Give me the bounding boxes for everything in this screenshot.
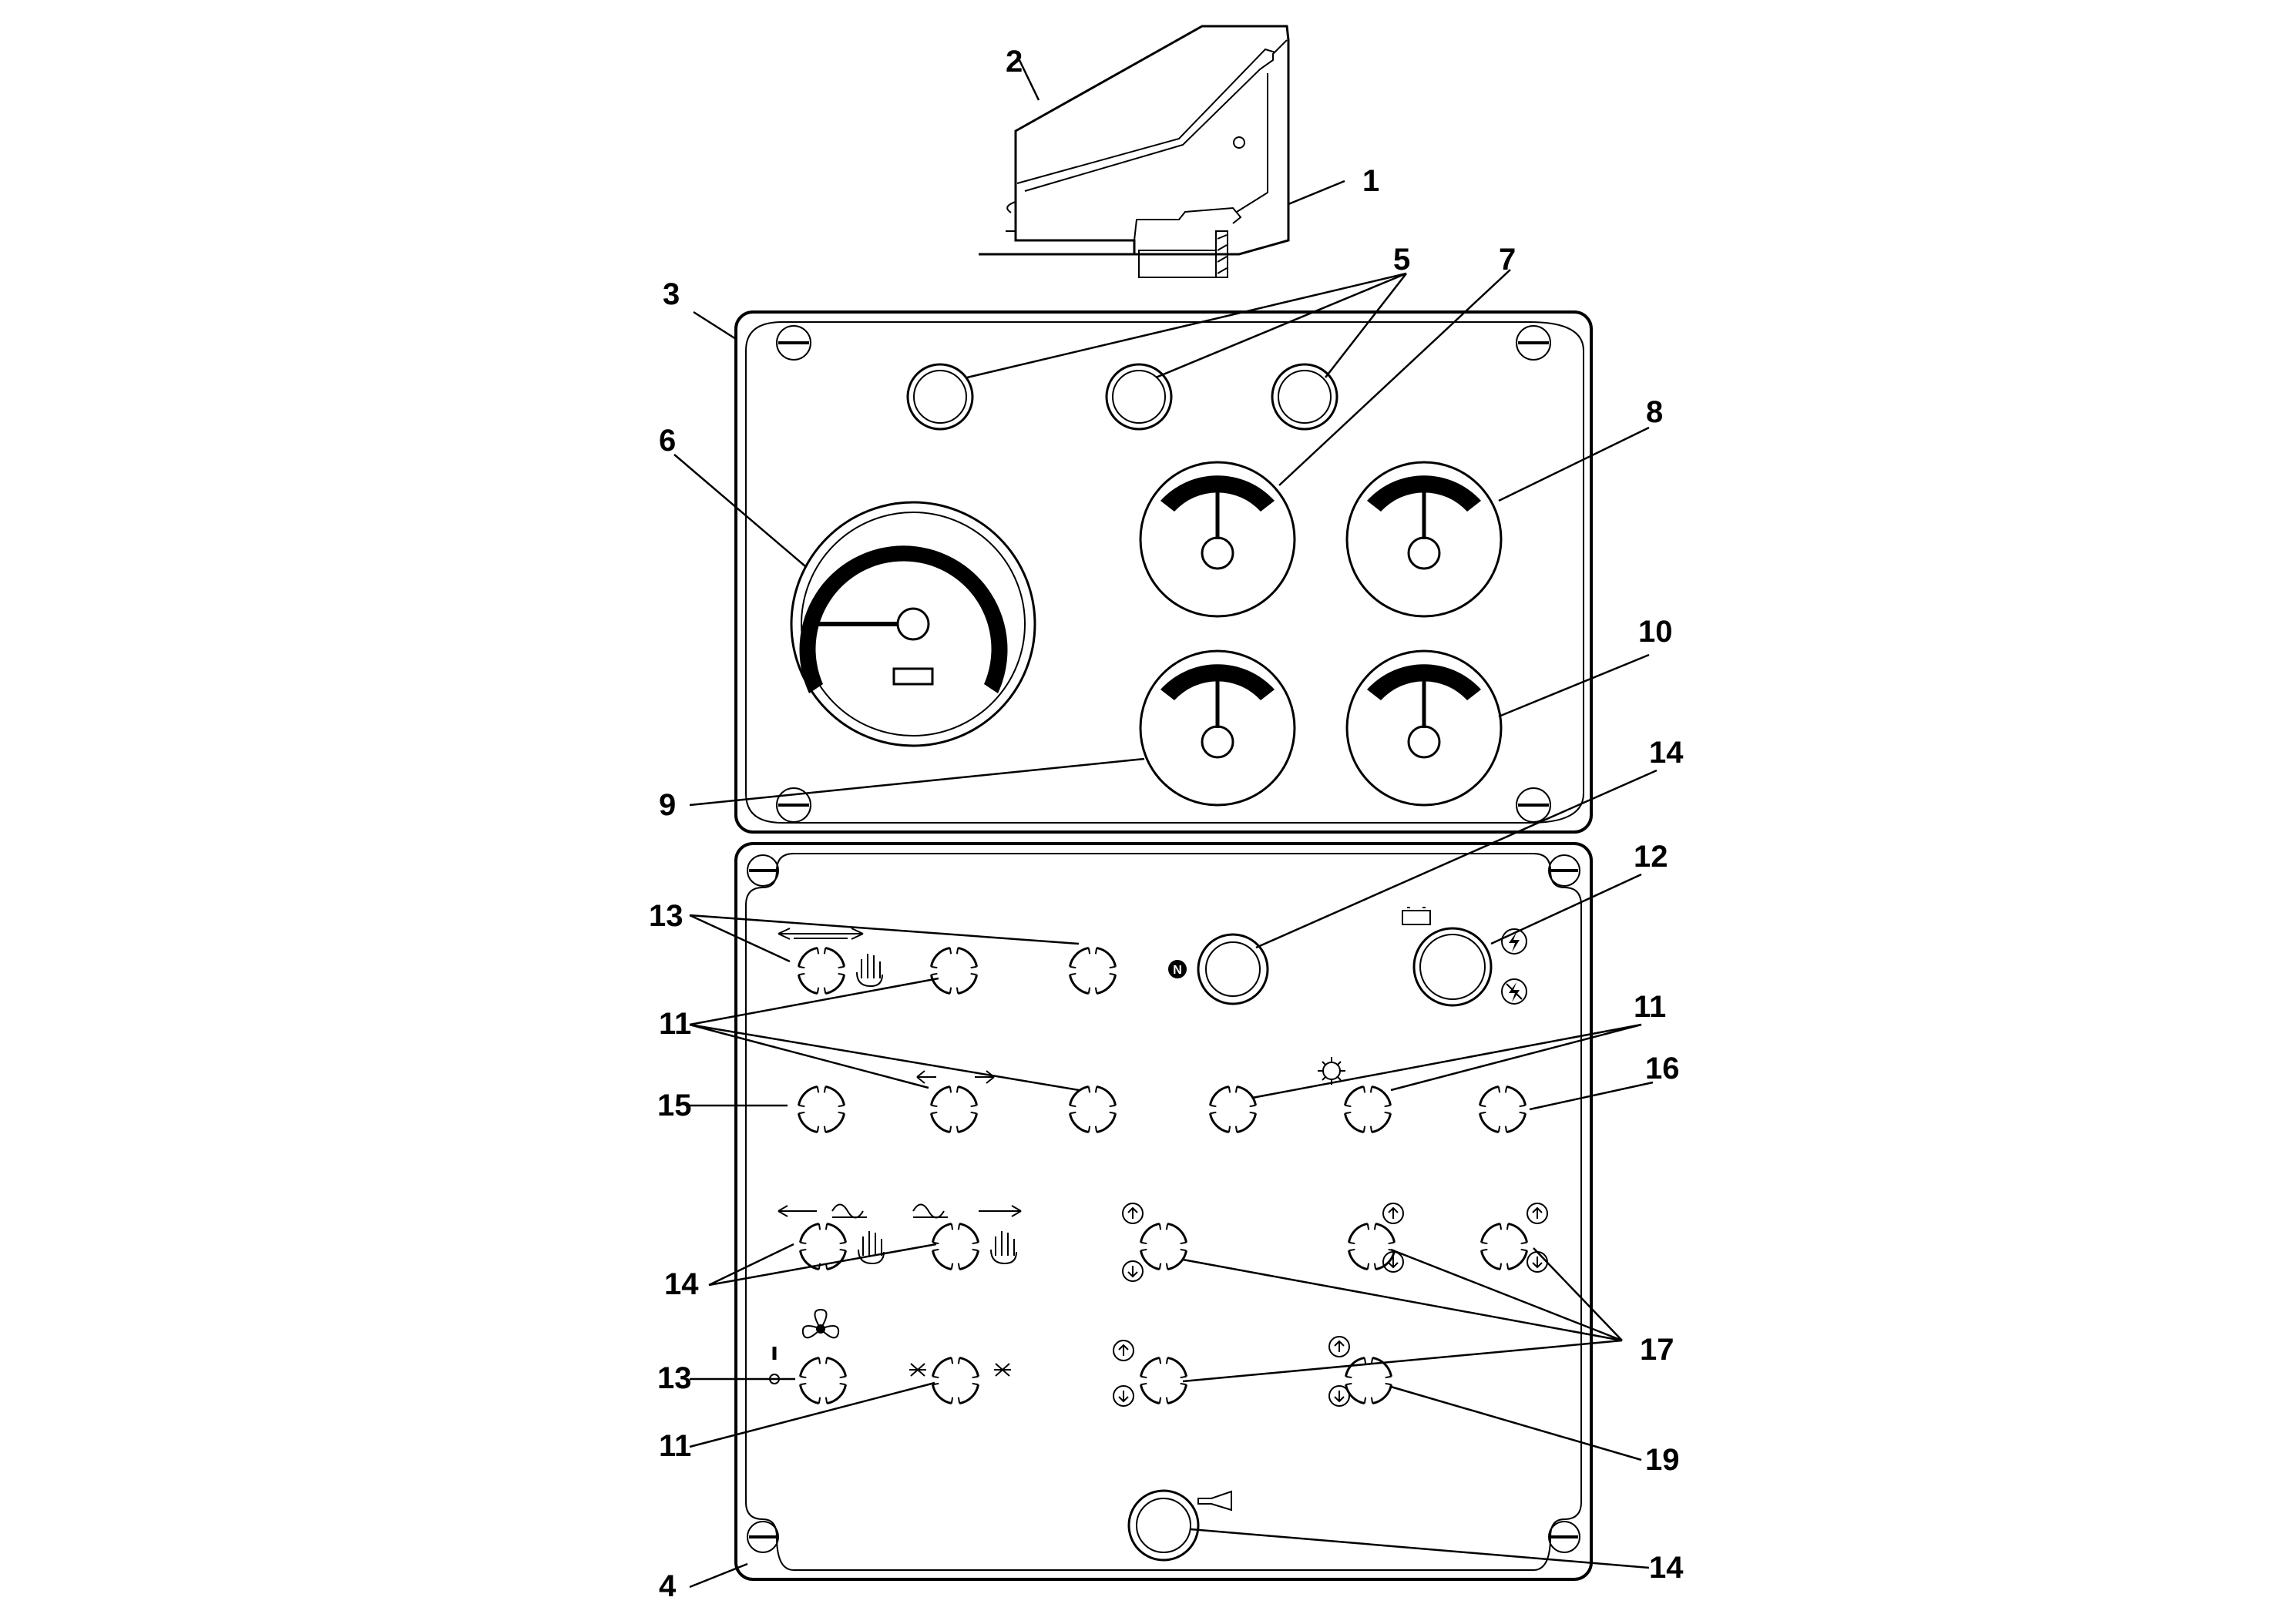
- raise-icon: [1527, 1203, 1548, 1224]
- screw-icon: [776, 787, 811, 823]
- arrow-right-icon: [979, 1205, 1022, 1217]
- lower-icon: [1328, 1385, 1350, 1407]
- label-switch-13-a: 13: [649, 899, 683, 933]
- battery-switch[interactable]: [1402, 907, 1527, 1007]
- label-upper-panel: 3: [663, 277, 680, 311]
- toggle-switch[interactable]: [1480, 1222, 1529, 1271]
- wave-icon: [831, 1203, 867, 1219]
- gauge-9: [1139, 649, 1296, 807]
- raise-icon: [1382, 1203, 1404, 1224]
- upper-instrument-panel: [734, 310, 1593, 834]
- label-battery-switch: 12: [1634, 840, 1668, 874]
- screw-icon: [747, 854, 779, 887]
- screw-icon: [1516, 325, 1551, 361]
- toggle-switch[interactable]: [931, 1356, 980, 1405]
- label-gauge-8: 8: [1646, 395, 1663, 429]
- wave-icon: [912, 1203, 948, 1219]
- horn-button[interactable]: [1127, 1489, 1232, 1562]
- hand-icon: [858, 1231, 885, 1265]
- toggle-switch[interactable]: [797, 946, 846, 995]
- link-icon: [994, 1363, 1011, 1377]
- label-gauge-10: 10: [1638, 615, 1673, 649]
- toggle-switch[interactable]: [1344, 1356, 1393, 1405]
- toggle-switch[interactable]: [1347, 1222, 1396, 1271]
- lower-switch-panel: [734, 842, 1593, 1581]
- arrow-left-icon: [778, 1205, 817, 1217]
- toggle-switches: [797, 946, 1529, 1405]
- lower-icon: [1122, 1260, 1144, 1282]
- gauge-7: [1139, 461, 1296, 618]
- toggle-switch[interactable]: [1068, 946, 1117, 995]
- label-switch-16: 16: [1645, 1052, 1680, 1085]
- toggle-switch[interactable]: [1068, 1085, 1117, 1134]
- label-switch-17: 17: [1640, 1333, 1674, 1367]
- raise-icon: [1328, 1336, 1350, 1357]
- link-icon: [909, 1363, 926, 1377]
- battery-icon: [1402, 907, 1431, 925]
- power-on-icon: [1501, 928, 1527, 955]
- lower-icon: [1527, 1251, 1548, 1273]
- lower-icon: [1382, 1251, 1404, 1273]
- callout-labels: 2 1 3 5 7 6 8 10 9 14 12 13 11 11 15 16 …: [649, 45, 1684, 1603]
- screw-icon: [1516, 787, 1551, 823]
- screw-icon: [776, 325, 811, 361]
- label-joystick-14: 14: [664, 1267, 699, 1301]
- raise-icon: [1122, 1203, 1144, 1224]
- label-horn-button: 14: [1649, 1551, 1684, 1585]
- label-switch-11-a: 11: [659, 1007, 691, 1041]
- toggle-switch[interactable]: [1208, 1085, 1258, 1134]
- label-switch-11-b: 11: [1634, 990, 1666, 1024]
- toggle-switch[interactable]: [931, 1222, 980, 1271]
- screw-icon: [1548, 1521, 1580, 1553]
- screw-icon: [747, 1521, 779, 1553]
- power-off-icon: [1501, 978, 1527, 1005]
- leader-lines: [673, 58, 1658, 1589]
- raise-icon: [1113, 1340, 1134, 1361]
- label-lower-panel: 4: [659, 1569, 677, 1603]
- toggle-switch[interactable]: [798, 1356, 848, 1405]
- neutral-button[interactable]: N: [1168, 933, 1269, 1005]
- label-warning-lamps: 5: [1393, 243, 1410, 277]
- label-switch-15: 15: [657, 1089, 692, 1122]
- toggle-switch[interactable]: [1343, 1085, 1392, 1134]
- hand-icon: [990, 1231, 1017, 1265]
- toggle-switch[interactable]: [797, 1085, 846, 1134]
- toggle-switch[interactable]: [798, 1222, 848, 1271]
- label-speedometer: 6: [659, 424, 676, 458]
- toggle-switch[interactable]: [929, 1085, 979, 1134]
- label-top-box: 1: [1362, 164, 1379, 198]
- screw-icon: [1548, 854, 1580, 887]
- lower-icon: [1113, 1385, 1134, 1407]
- hand-icon: [856, 954, 883, 988]
- arrow-left-icon: [916, 1070, 936, 1084]
- toggle-switch[interactable]: [1139, 1222, 1188, 1271]
- toggle-switch[interactable]: [929, 946, 979, 995]
- toggle-switch[interactable]: [1139, 1356, 1188, 1405]
- neutral-symbol: N: [1173, 964, 1182, 977]
- gauge-10: [1345, 649, 1503, 807]
- label-switch-19: 19: [1645, 1443, 1680, 1477]
- label-cover: 2: [1006, 45, 1023, 79]
- speedometer-gauge: [790, 501, 1036, 747]
- label-switch-13-b: 13: [657, 1361, 692, 1395]
- switch-symbols: [769, 928, 1548, 1407]
- console-housing: [979, 25, 1290, 278]
- fan-icon: [801, 1308, 840, 1339]
- label-gauge-9: 9: [659, 788, 676, 822]
- double-arrow-icon: [778, 928, 864, 940]
- label-switch-11-c: 11: [659, 1429, 691, 1463]
- warning-lamps: [906, 363, 1338, 431]
- gauge-8: [1345, 461, 1503, 618]
- toggle-switch[interactable]: [1478, 1085, 1527, 1134]
- horn-icon: [1197, 1490, 1232, 1512]
- label-neutral-button: 14: [1649, 736, 1684, 770]
- label-gauge-7: 7: [1499, 243, 1516, 277]
